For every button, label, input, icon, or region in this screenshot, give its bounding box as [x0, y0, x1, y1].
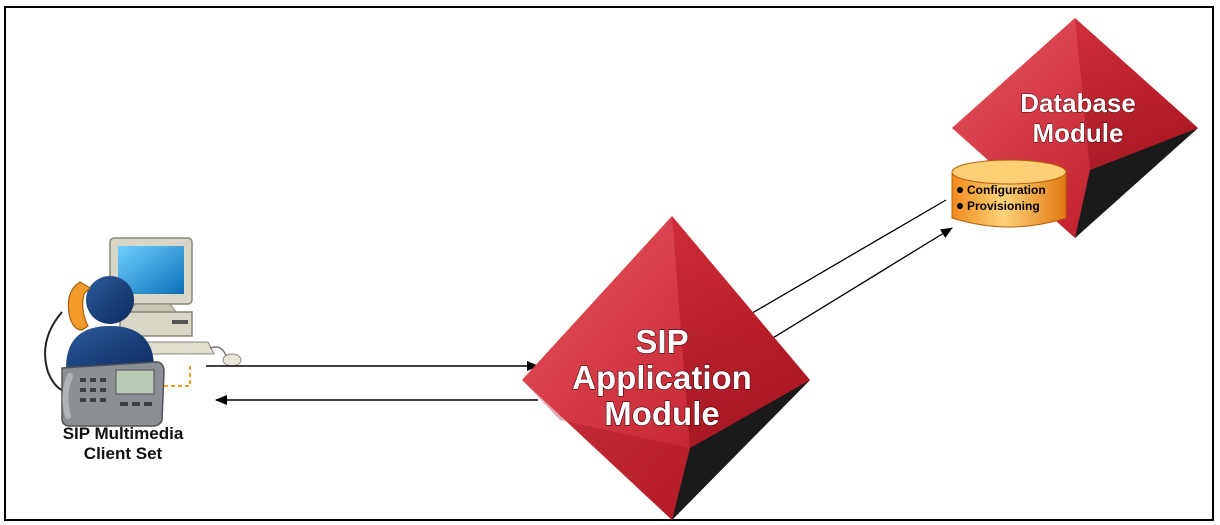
- client-set-label: SIP Multimedia Client Set: [42, 424, 204, 464]
- sip-application-module-diamond: [522, 216, 810, 520]
- person-icon: [66, 276, 154, 372]
- client-label-line1: SIP Multimedia: [62, 424, 184, 443]
- arrow-db-to-sip: [729, 199, 947, 327]
- database-module-diamond: [952, 18, 1198, 238]
- sip-module-line1: SIP: [635, 323, 688, 360]
- desk-phone-icon: [61, 361, 165, 427]
- client-label-line2: Client Set: [83, 444, 163, 463]
- arrow-sip-to-db: [749, 227, 953, 353]
- handset-icon: [67, 281, 91, 331]
- sip-module-line3: Module: [604, 395, 719, 432]
- client-set-icon: [44, 237, 242, 427]
- database-cylinder-icon: [951, 159, 1067, 228]
- diagram-frame: [4, 6, 1214, 521]
- db-module-line2: Module: [1033, 118, 1124, 148]
- db-item-configuration: Configuration: [967, 183, 1046, 197]
- db-item-provisioning: Provisioning: [967, 199, 1040, 213]
- bullet-icon: [957, 203, 963, 209]
- sip-module-line2: Application: [572, 359, 752, 396]
- db-module-line1: Database: [1020, 88, 1136, 118]
- network-link: [164, 366, 191, 387]
- bullet-icon: [957, 187, 963, 193]
